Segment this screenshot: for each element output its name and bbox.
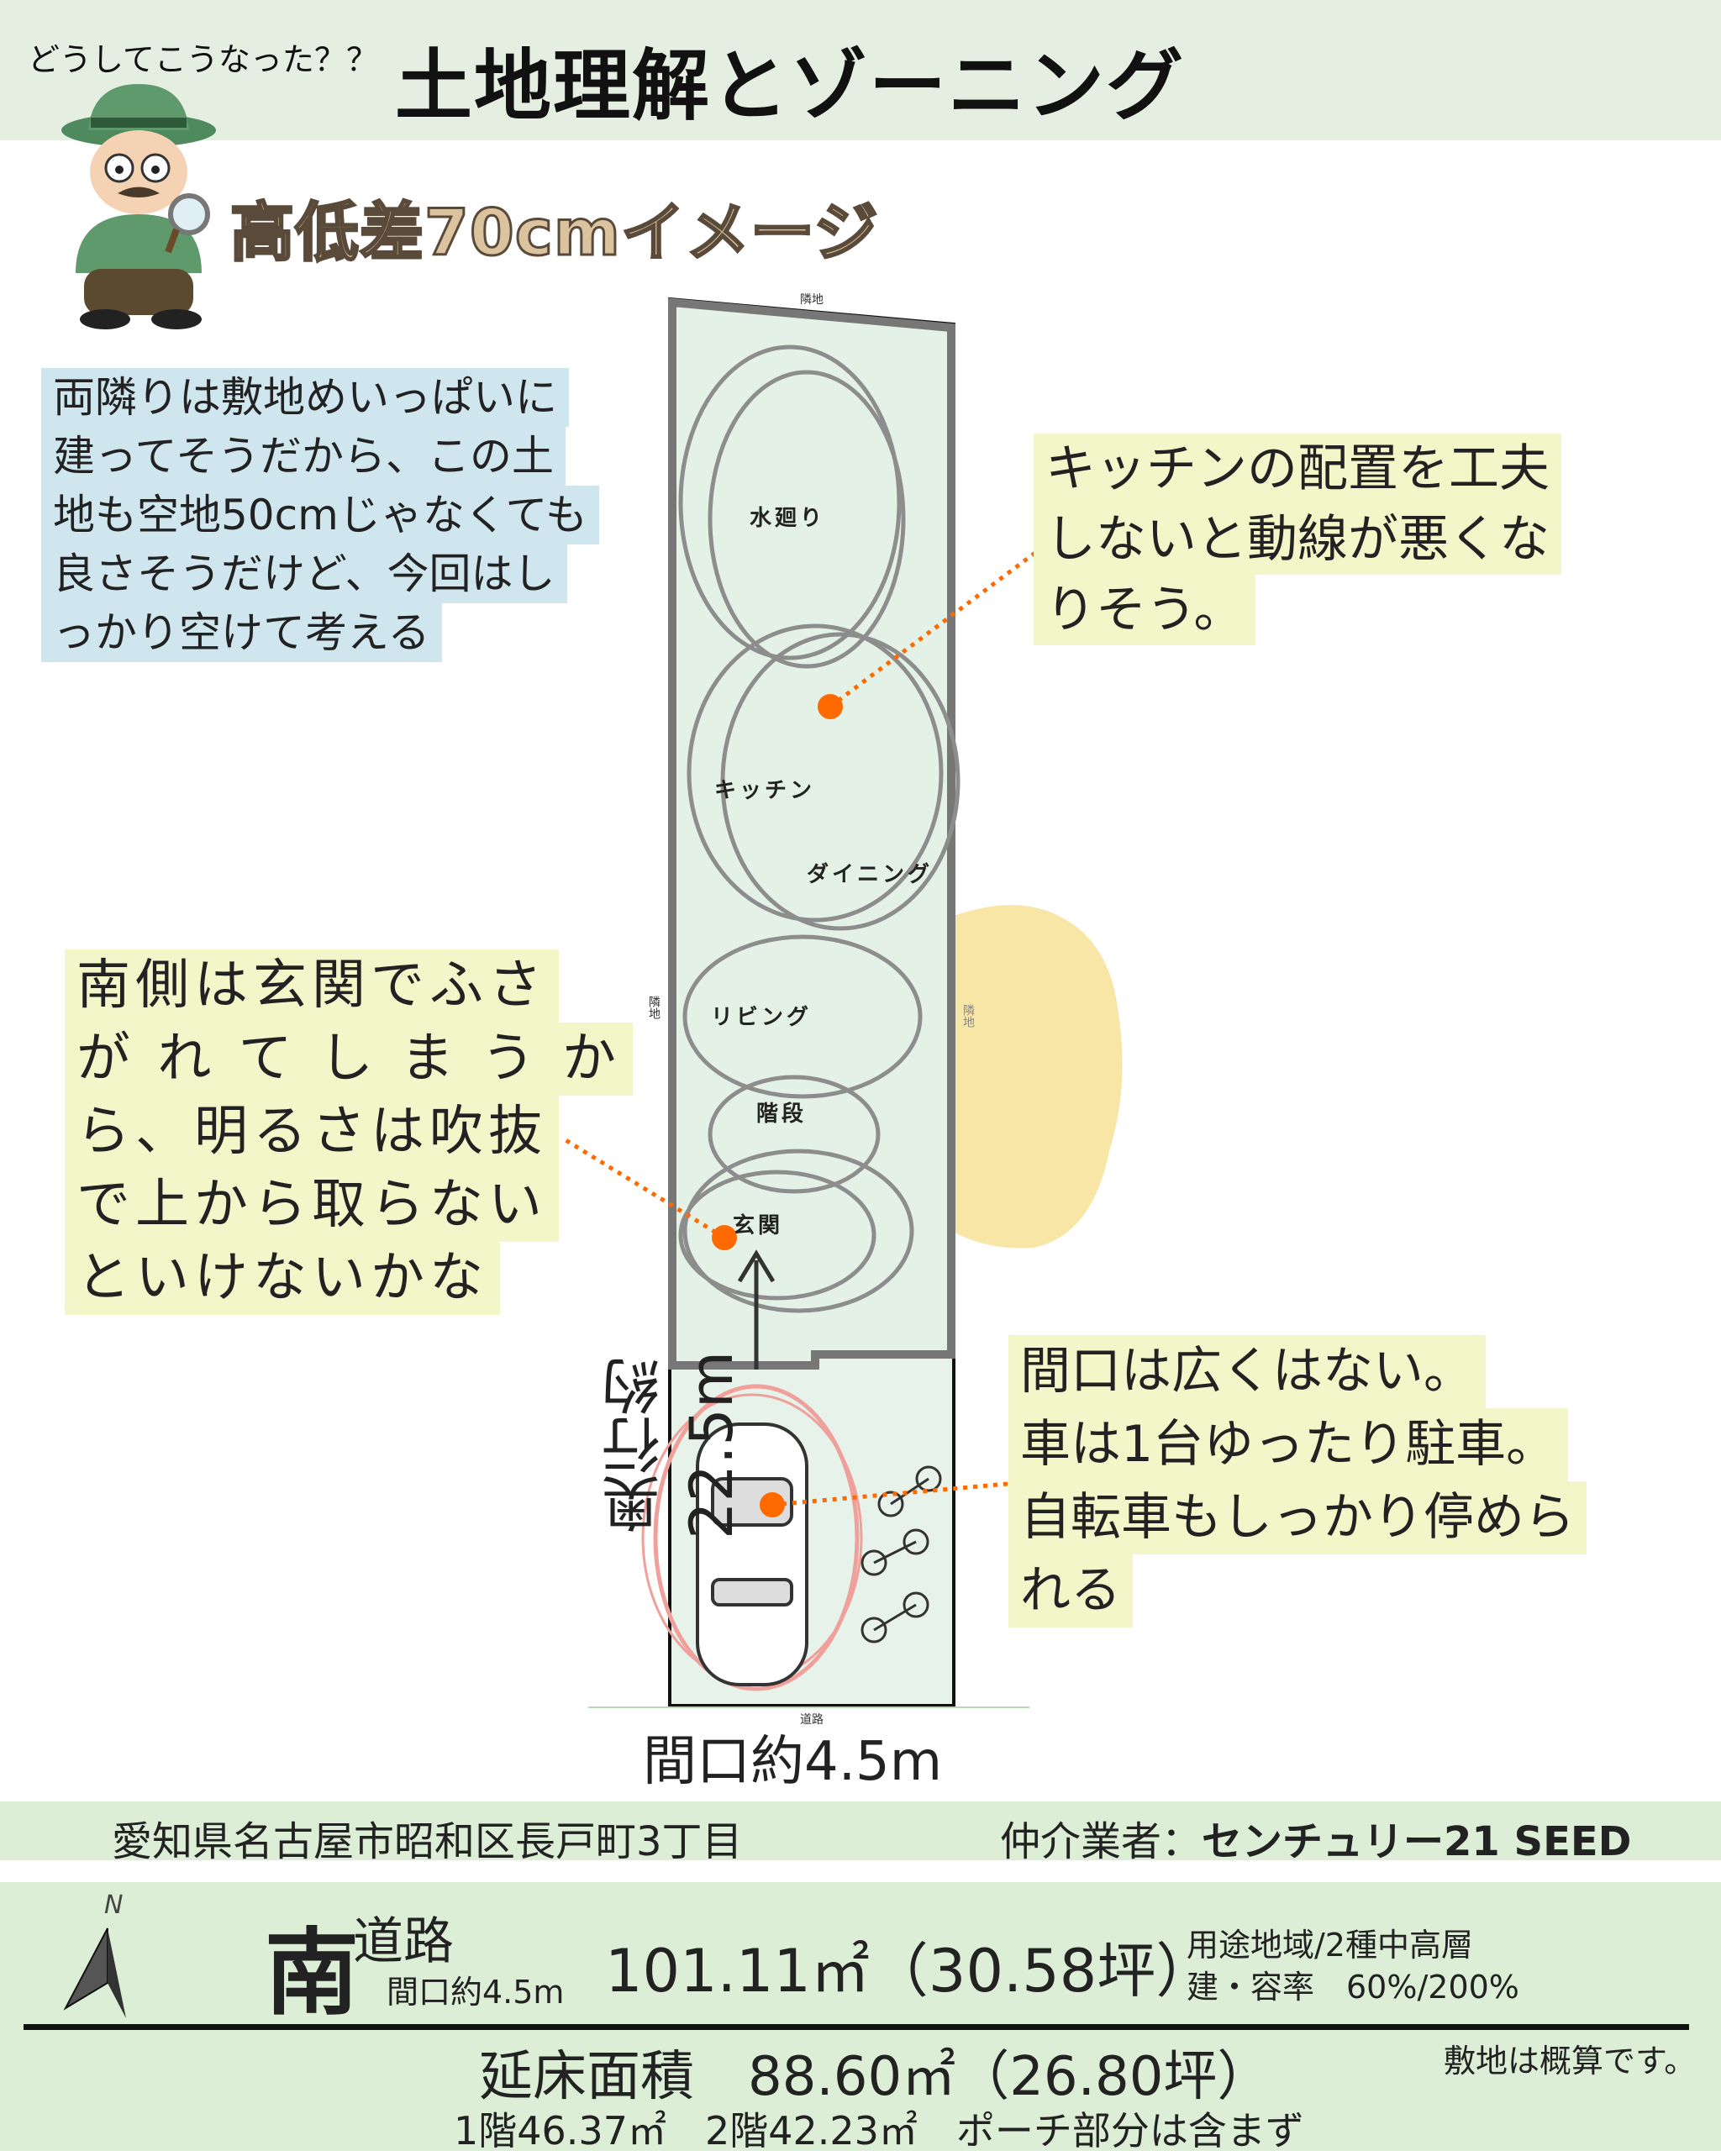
magnifier-icon bbox=[168, 193, 210, 235]
section-title: 高低差70cmイメージ bbox=[229, 194, 879, 271]
frontage: 間口約4.5m bbox=[387, 1974, 565, 2011]
zoning: 用途地域/2種中高層 bbox=[1187, 1927, 1473, 1964]
page-title: 土地理解とゾーニング bbox=[395, 41, 1186, 131]
disclaimer: 敷地は概算です。 bbox=[1444, 2043, 1697, 2080]
depth-label: 奥行約22.5m bbox=[601, 1350, 746, 1540]
header-band bbox=[0, 0, 1721, 140]
room-stairs: 階段 bbox=[756, 1102, 808, 1127]
neighbor-top-label: 隣地 bbox=[800, 293, 824, 307]
neighbor-right-label: 隣地 bbox=[961, 1004, 975, 1028]
road-type: 道路 bbox=[353, 1912, 454, 1971]
road-label: 道路 bbox=[800, 1713, 824, 1727]
compass-n: N bbox=[104, 1890, 124, 1920]
address: 愛知県名古屋市昭和区長戸町3丁目 bbox=[112, 1818, 743, 1865]
coverage: 建・容率 60%/200% bbox=[1187, 1969, 1519, 2006]
divider bbox=[24, 2024, 1689, 2030]
detective-illustration bbox=[61, 84, 216, 329]
broker: 仲介業者：センチュリー21 SEED bbox=[1000, 1818, 1632, 1865]
floor-area: 延床面積 88.60㎡（26.80坪） bbox=[479, 2046, 1271, 2108]
site-area: 101.11㎡（30.58坪） bbox=[605, 1937, 1215, 2006]
leader-lines bbox=[561, 540, 1051, 1507]
marker-parking bbox=[760, 1492, 785, 1517]
note-kitchen: キッチンの配置を工夫 しないと動線が悪くな りそう。 bbox=[1034, 434, 1561, 645]
room-entrance: 玄関 bbox=[733, 1213, 784, 1238]
width-label: 間口約4.5m bbox=[643, 1731, 943, 1793]
bicycle-icon bbox=[860, 1465, 942, 1643]
note-frontage: 間口は広くはない。 車は1台ゆったり駐車。 自転車もしっかり停めら れる bbox=[1008, 1335, 1587, 1628]
broker-name: センチュリー21 SEED bbox=[1202, 1818, 1632, 1865]
marker-entrance bbox=[712, 1225, 737, 1250]
note-neighbors: 両隣りは敷地めいっぱいに 建ってそうだから、この土 地も空地50cmじゃなくても… bbox=[41, 368, 599, 662]
floors-breakdown: 1階46.37㎡ 2階42.23㎡ ポーチ部分は含まず bbox=[454, 2108, 1304, 2153]
marker-kitchen bbox=[818, 694, 843, 719]
zoning-circles bbox=[678, 344, 960, 1313]
entry-arrow-icon bbox=[737, 1249, 776, 1283]
direction: 南 bbox=[265, 1919, 359, 2028]
room-kitchen: キッチン bbox=[714, 778, 816, 803]
room-dining: ダイニング bbox=[807, 862, 934, 887]
header-subtitle: どうしてこうなった？？ bbox=[28, 41, 378, 78]
north-arrow-icon bbox=[63, 1927, 126, 2018]
summary-panel bbox=[0, 1882, 1721, 2151]
note-south: 南側は玄関でふさ が れ て し ま う か ら、明るさは吹抜 で上から取らない… bbox=[65, 949, 634, 1315]
neighbor-left-label: 隣地 bbox=[647, 996, 661, 1019]
room-water: 水廻り bbox=[750, 506, 826, 531]
info-band bbox=[0, 1801, 1721, 1860]
room-living: リビング bbox=[711, 1005, 813, 1030]
